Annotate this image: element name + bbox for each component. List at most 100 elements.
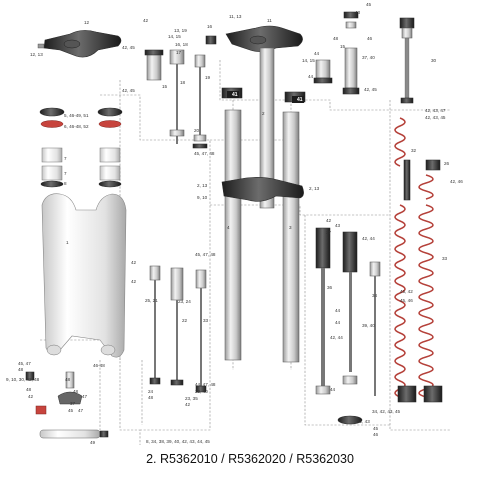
part-callout-label: 16 (207, 24, 213, 29)
part-callout-label: 3 (289, 225, 292, 230)
part-callout-label: 45, 47, 48 (194, 151, 215, 156)
part-callout-label: 44 (335, 308, 341, 313)
part-callout-label: 43 (355, 10, 361, 15)
part-callout-label: 48 (65, 377, 71, 382)
part-callout-label: 14, 15 (168, 34, 181, 39)
part-callout-label: 42, 44 (330, 335, 343, 340)
part-callout-label: 5, 46-49, 51 (64, 113, 89, 118)
part-callout-label: 45 (373, 426, 379, 431)
part-callout-label: 44, 47, 48 (195, 382, 216, 387)
part-callout-label: 42, 43, 47 (425, 108, 446, 113)
part-badge-bg (292, 96, 304, 103)
part-callout-label: 42, 43, 45 (425, 115, 446, 120)
damper-internals-left (149, 265, 207, 393)
part-callout-label: 9, 10 (197, 195, 208, 200)
part-callout-label: 42, 45 (122, 45, 135, 50)
part-callout-label: 33 (442, 256, 448, 261)
part-callout-label: 8, 34, 38, 39, 40, 42, 43, 44, 45 (146, 439, 210, 444)
part-callout-label: 7 (64, 156, 67, 161)
part-callout-label: 48 (73, 389, 79, 394)
coil-springs (394, 117, 443, 403)
part-callout-label: 23, 35 (185, 396, 198, 401)
part-callout-label: 49 (90, 440, 96, 445)
part-callout-label: 42 (185, 402, 191, 407)
part-callout-label: 42 (131, 260, 137, 265)
part-callout-label: 23, 24 (178, 299, 191, 304)
part-callout-label: 20 (194, 128, 200, 133)
part-callout-label: 34, 42, 43, 45 (372, 409, 401, 414)
part-callout-label: 45, 46 (400, 298, 413, 303)
seals-and-bushings (39, 107, 123, 188)
part-callout-label: 44 (330, 387, 336, 392)
part-callout-label: 26 (444, 161, 450, 166)
part-callout-label: 44 (335, 320, 341, 325)
part-callout-label: 46 (367, 36, 373, 41)
part-callout-label: 27 (326, 230, 332, 235)
axle-and-small-parts (25, 371, 109, 439)
part-callout-label: 6, 46-48, 52 (64, 124, 89, 129)
part-callout-label: 9, 10, 30, 42, 48 (6, 377, 40, 382)
part-callout-label: 8 (64, 181, 67, 186)
part-callout-label: 22, 40 (195, 389, 208, 394)
part-callout-label: 36 (327, 285, 333, 290)
upper-crown-left (37, 30, 122, 58)
part-callout-label: 45 (366, 2, 372, 7)
part-callout-label: 48 (333, 36, 339, 41)
part-callout-label: 47 (78, 408, 84, 413)
part-callout-label: 42, 46 (450, 179, 463, 184)
part-callout-label: 12, 13 (30, 52, 43, 57)
top-damper-parts (144, 35, 217, 149)
part-callout-label: 16, 18 (175, 42, 188, 47)
part-callout-label: 44 (314, 51, 320, 56)
part-callout-label: 42 (28, 394, 34, 399)
part-callout-label: 42, 45 (364, 87, 377, 92)
part-callout-label: 13, 19 (174, 28, 187, 33)
part-callout-label: 32 (411, 148, 417, 153)
part-callout-label: 1 (66, 240, 69, 245)
part-callout-label: 43 (335, 223, 341, 228)
part-callout-label: 34 (372, 293, 378, 298)
part-callout-label: 18 (180, 80, 186, 85)
part-badge-bg (227, 91, 239, 98)
part-callout-label: 15 (340, 44, 346, 49)
part-callout-label: 44 (308, 74, 314, 79)
part-callout-label: 37, 40 (362, 55, 375, 60)
part-callout-label: 48 (26, 387, 32, 392)
part-callout-label: 42 (131, 279, 137, 284)
part-callout-label: 42, 44 (362, 236, 375, 241)
right-top-parts (313, 11, 415, 104)
part-callout-label: 48 (18, 367, 24, 372)
part-callout-label: 42, 45 (122, 88, 135, 93)
part-callout-label: 22 (182, 318, 188, 323)
part-callout-label: 30 (431, 58, 437, 63)
part-callout-label: 47 (82, 394, 88, 399)
part-callout-label: 15 (162, 84, 168, 89)
part-callout-label: 48 (148, 395, 154, 400)
part-callout-label: 42 (326, 218, 332, 223)
part-callout-label: 12 (84, 20, 90, 25)
part-callout-label: 7 (64, 171, 67, 176)
part-callout-label: 25, 21 (145, 298, 158, 303)
upper-crown-right (225, 25, 303, 52)
part-callout-label: 45, 42 (400, 289, 413, 294)
part-callout-label: 45 (68, 408, 74, 413)
part-callout-label: 46-48 (93, 363, 105, 368)
part-callout-label: 14, 15 (302, 58, 315, 63)
part-callout-label: 4 (227, 225, 230, 230)
part-callout-label: 41 (297, 97, 303, 103)
part-callout-label: 33 (203, 318, 209, 323)
part-callout-label: 2 (262, 111, 265, 116)
part-callout-label: 11, 13 (229, 14, 242, 19)
part-callout-label: 42 (143, 18, 149, 23)
part-callout-label: 11 (267, 18, 272, 23)
part-callout-label: 19 (205, 75, 211, 80)
part-callout-label: 45, 47, 48 (195, 252, 216, 257)
part-callout-label: 2, 13 (309, 186, 320, 191)
part-callout-label: 2, 13 (197, 183, 208, 188)
part-callout-label: 17 (176, 50, 182, 55)
part-callout-label: 39, 40 (362, 323, 375, 328)
part-callout-label: 46 (373, 432, 379, 437)
part-callout-label: 24 (148, 389, 154, 394)
